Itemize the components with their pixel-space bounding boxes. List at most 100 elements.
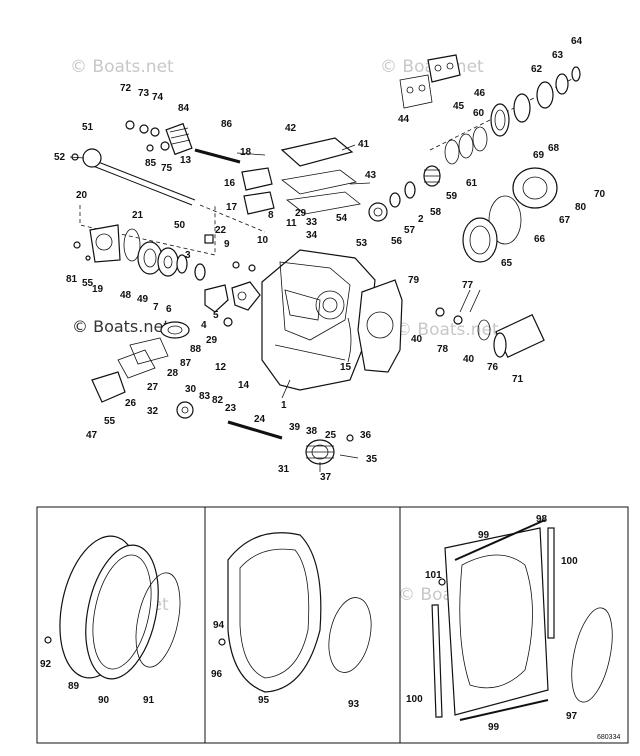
ring-set-60-62 [490, 66, 581, 137]
ring-85 [146, 144, 154, 152]
callout-57: 57 [404, 225, 416, 236]
callout-6: 6 [166, 304, 172, 315]
cover-26 [91, 371, 126, 403]
callout-69: 69 [533, 150, 545, 161]
callout-81: 81 [66, 274, 78, 285]
callout-83: 83 [199, 391, 211, 402]
callout-12: 12 [215, 362, 227, 373]
callout-88: 88 [190, 344, 202, 355]
callout-41: 41 [358, 139, 370, 150]
callout-85: 85 [145, 158, 157, 169]
callout-30: 30 [185, 384, 197, 395]
plate-17 [243, 191, 275, 215]
watermark-mid-right: © Boats.net [395, 320, 499, 340]
panel-2-seal-kit [218, 532, 372, 693]
callout-86: 86 [221, 119, 233, 130]
gear-30 [176, 401, 194, 419]
callout-15: 15 [340, 362, 352, 373]
shaft-24 [227, 420, 283, 440]
callout-79: 79 [408, 275, 420, 286]
callout-29-upper: 29 [295, 208, 307, 219]
callout-73: 73 [138, 88, 150, 99]
gasket-28 [129, 337, 169, 365]
callout-66: 66 [534, 234, 546, 245]
callout-93: 93 [348, 699, 360, 710]
callout-53: 53 [356, 238, 368, 249]
coupling-25 [305, 439, 335, 465]
callout-35: 35 [366, 454, 378, 465]
callout-3: 3 [185, 250, 191, 261]
callout-33: 33 [306, 217, 318, 228]
washer-74 [150, 127, 160, 137]
motor-71 [493, 314, 545, 358]
callout-68: 68 [548, 143, 560, 154]
hub-59 [423, 165, 441, 187]
callout-58: 58 [430, 207, 442, 218]
panel-1-seal-kit [44, 535, 181, 680]
callout-59: 59 [446, 191, 458, 202]
callout-95: 95 [258, 695, 270, 706]
callout-48: 48 [120, 290, 132, 301]
shaft-51 [82, 148, 266, 233]
discs-61 [444, 126, 488, 165]
washer-57 [389, 192, 401, 208]
nut-40 [435, 307, 445, 317]
callout-13: 13 [180, 155, 192, 166]
callout-4: 4 [201, 320, 207, 331]
callout-22: 22 [215, 225, 227, 236]
callout-97: 97 [566, 711, 578, 722]
callout-52: 52 [54, 152, 66, 163]
callout-56: 56 [391, 236, 403, 247]
callout-40-left: 40 [411, 334, 423, 345]
callout-31: 31 [278, 464, 290, 475]
bolt-81 [73, 241, 81, 249]
callout-91: 91 [143, 695, 155, 706]
callout-99-top: 99 [478, 530, 490, 541]
washer-29 [223, 317, 233, 327]
pump-housing-20 [89, 224, 121, 263]
bracket-outline [79, 205, 216, 256]
callout-46: 46 [474, 88, 486, 99]
callout-20: 20 [76, 190, 88, 201]
part-75 [160, 141, 170, 151]
callout-2: 2 [418, 214, 424, 225]
callout-44: 44 [398, 114, 410, 125]
callout-78: 78 [437, 344, 449, 355]
gasket-15 [347, 317, 352, 363]
spring-84 [165, 122, 193, 156]
callout-7: 7 [153, 302, 159, 313]
gasket-21 [123, 228, 141, 262]
bottom-panels [36, 506, 629, 744]
callout-18: 18 [240, 147, 252, 158]
callout-89: 89 [68, 681, 80, 692]
callout-92: 92 [40, 659, 52, 670]
callout-70: 70 [594, 189, 606, 200]
callout-14: 14 [238, 380, 250, 391]
bearing-49 [157, 247, 179, 277]
callout-28: 28 [167, 368, 179, 379]
callout-55-lower: 55 [104, 416, 116, 427]
callout-25: 25 [325, 430, 337, 441]
callout-10: 10 [257, 235, 269, 246]
gasket-66 [488, 195, 522, 245]
callout-60: 60 [473, 108, 485, 119]
plate-16 [241, 167, 273, 191]
cover-42 [280, 137, 354, 167]
callout-63: 63 [552, 50, 564, 61]
callout-17: 17 [226, 202, 238, 213]
callout-99-bottom: 99 [488, 722, 500, 733]
callout-1: 1 [281, 400, 287, 411]
callout-101: 101 [425, 570, 442, 581]
washer-55 [85, 255, 91, 261]
callout-96: 96 [211, 669, 223, 680]
gasket-43b [286, 191, 361, 215]
ring-72 [125, 120, 135, 130]
callout-labels: 1 2 3 4 5 6 7 8 9 10 11 12 13 14 15 16 1… [40, 36, 620, 741]
plug-22 [204, 234, 214, 244]
callout-40-right: 40 [463, 354, 475, 365]
part-78 [453, 315, 463, 325]
callout-100-left: 100 [406, 694, 423, 705]
callout-49: 49 [137, 294, 149, 305]
callout-100-right: 100 [561, 556, 578, 567]
